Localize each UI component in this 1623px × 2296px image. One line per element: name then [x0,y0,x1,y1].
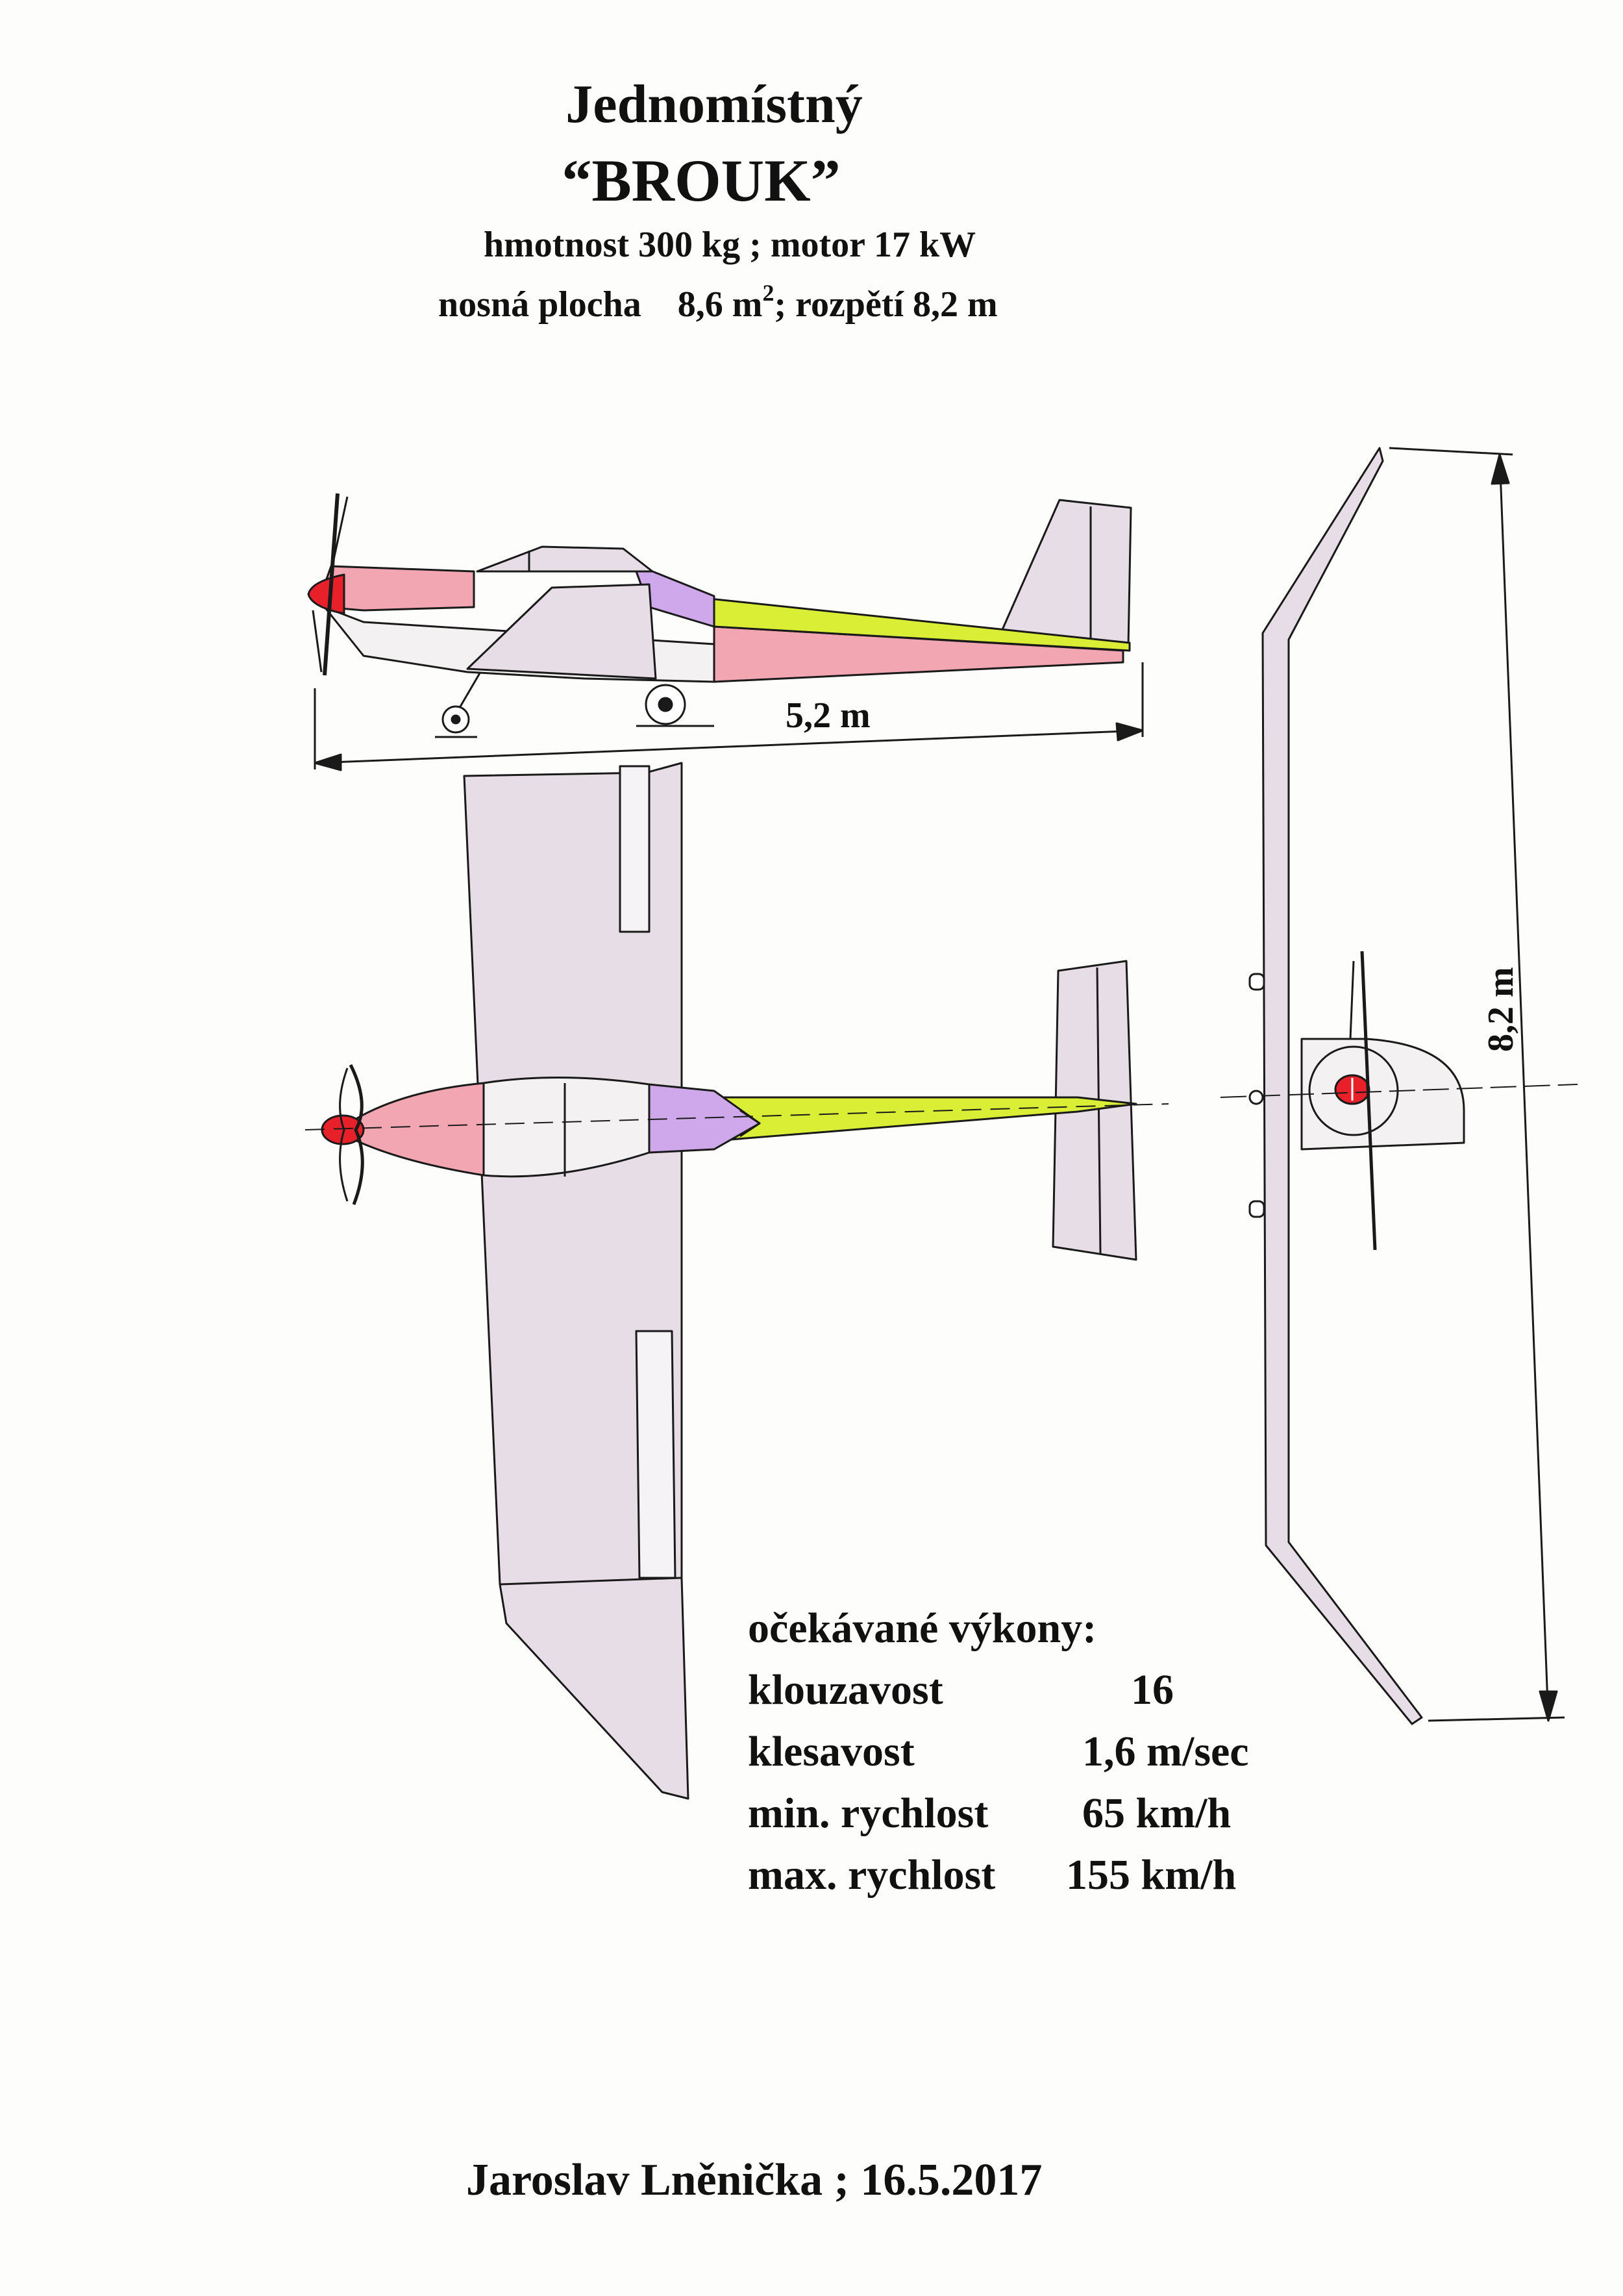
title-line2: “BROUK” [562,147,841,214]
top-view-aileron-upper [619,765,650,933]
performance-label: klesavost [748,1728,915,1775]
top-view-wing [463,762,689,1800]
spec-area-value: 8,6 m [677,284,763,325]
top-view-aileron-lower [635,1330,676,1579]
spec-area-exponent: 2 [762,280,774,306]
performance-label: max. rychlost [748,1851,996,1899]
performance-value: 65 km/h [1082,1790,1232,1837]
performance-value: 16 [1131,1666,1174,1714]
title-line1: Jednomístný [565,74,863,134]
top-view-canopy [482,1076,650,1178]
spec-area-label: nosná plocha [438,284,641,325]
performance-label: klouzavost [748,1666,943,1714]
side-view-fin [995,499,1132,647]
front-view-propeller [1360,951,1377,1251]
side-view-propeller [323,493,340,676]
span-dimension-line [1498,454,1550,1721]
performance-label: min. rychlost [748,1790,989,1837]
performance-value: 1,6 m/sec [1082,1728,1249,1775]
spec-line2: nosná plocha 8,6 m2; rozpětí 8,2 m [438,279,998,325]
side-view-fuselage-front [323,565,475,612]
top-view [304,762,1169,1800]
length-dimension-label: 5,2 m [786,695,871,736]
performance-heading: očekávané výkony: [748,1604,1097,1652]
side-view-wing [466,583,657,680]
side-view-spinner [307,573,345,615]
length-dimension-line [314,729,1143,764]
performance-value: 155 km/h [1066,1851,1237,1899]
span-dimension-label: 8,2 m [1481,967,1521,1052]
spec-span: ; rozpětí 8,2 m [774,284,998,325]
side-view-canopy [476,545,654,573]
spec-line1: hmotnost 300 kg ; motor 17 kW [484,225,976,265]
side-view [307,493,1144,771]
author-and-date: Jaroslav Lněnička ; 16.5.2017 [466,2155,1043,2205]
front-view-wing [1261,447,1423,1725]
front-view [1220,447,1578,1725]
top-view-propeller [349,1064,364,1205]
top-view-fuselage-front [353,1082,485,1177]
